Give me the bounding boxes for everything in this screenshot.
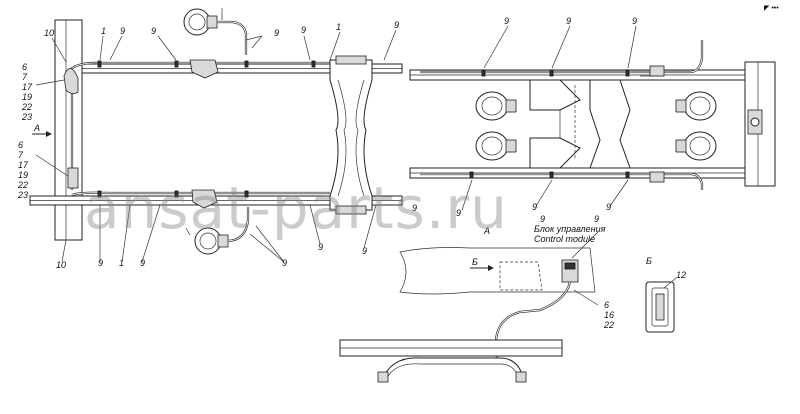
callout: 9 [606, 202, 611, 212]
callout: 9 [504, 16, 509, 26]
view-a-arrow-label: A [33, 123, 40, 133]
chamber-rear-right [675, 131, 717, 161]
callout: 9 [540, 214, 545, 224]
callout: 9 [394, 20, 399, 30]
callout: 9 [140, 258, 145, 268]
callout: 16 [604, 310, 614, 320]
callout-labels: 10 1 9 9 9 9 1 9 9 9 9 9 6 7 17 19 22 23… [17, 5, 779, 330]
callout: 23 [17, 190, 28, 200]
callout: 17 [22, 82, 33, 92]
callout: 9 [594, 214, 599, 224]
callout: 1 [119, 258, 124, 268]
watermark: ansat-parts.ru [84, 174, 508, 242]
callout: 10 [44, 28, 54, 38]
callout: 9 [632, 16, 637, 26]
view-a-detail [339, 231, 599, 383]
callout: 23 [21, 112, 32, 122]
callout: 9 [362, 246, 367, 256]
right-frame-assembly [409, 25, 776, 211]
chamber-front-right [675, 91, 717, 121]
callout: 9 [532, 202, 537, 212]
plan-center-member [589, 79, 631, 169]
callout: 22 [603, 320, 614, 330]
callout: 9 [98, 258, 103, 268]
callout: 6 [604, 300, 609, 310]
callout: 22 [17, 180, 28, 190]
chamber-front-left [475, 91, 517, 121]
callout: 9 [566, 16, 571, 26]
callout: 9 [412, 203, 417, 213]
view-a-title: A [483, 226, 490, 236]
callout: 6 [18, 140, 23, 150]
chamber-rear-left [475, 131, 517, 161]
corner-mark: ◤ ••• [764, 5, 779, 12]
view-b-detail [645, 277, 677, 333]
callout: 17 [18, 160, 29, 170]
center-cross-member [329, 59, 373, 211]
lower-brake-chamber [185, 207, 250, 255]
callout: 9 [274, 28, 279, 38]
callout: 1 [336, 22, 341, 32]
control-module-label-en: Control module [534, 234, 595, 244]
upper-rail-valve [189, 59, 219, 79]
view-b-arrow-label: Б [472, 257, 478, 267]
callout: 22 [21, 102, 32, 112]
callout: 19 [22, 92, 32, 102]
callout: 10 [56, 260, 66, 270]
callout: 9 [318, 242, 323, 252]
callout: 9 [120, 26, 125, 36]
callout: 12 [676, 270, 686, 280]
upper-brake-chamber [183, 8, 248, 55]
upper-coupling [63, 68, 79, 94]
callout: 1 [101, 26, 106, 36]
callout: 6 [22, 62, 27, 72]
view-b-title: Б [646, 256, 652, 266]
left-frame-assembly [29, 8, 403, 263]
callout: 9 [282, 258, 287, 268]
lower-rail-valve [191, 189, 218, 209]
front-cross-member [54, 19, 83, 241]
callout: 7 [18, 150, 24, 160]
callout: 9 [301, 25, 306, 35]
control-module-label-ru: Блок управления [534, 224, 606, 234]
callout: 9 [151, 26, 156, 36]
lower-coupling [67, 167, 79, 189]
callout: 9 [456, 208, 461, 218]
callout: 19 [18, 170, 28, 180]
callout: 7 [22, 72, 28, 82]
